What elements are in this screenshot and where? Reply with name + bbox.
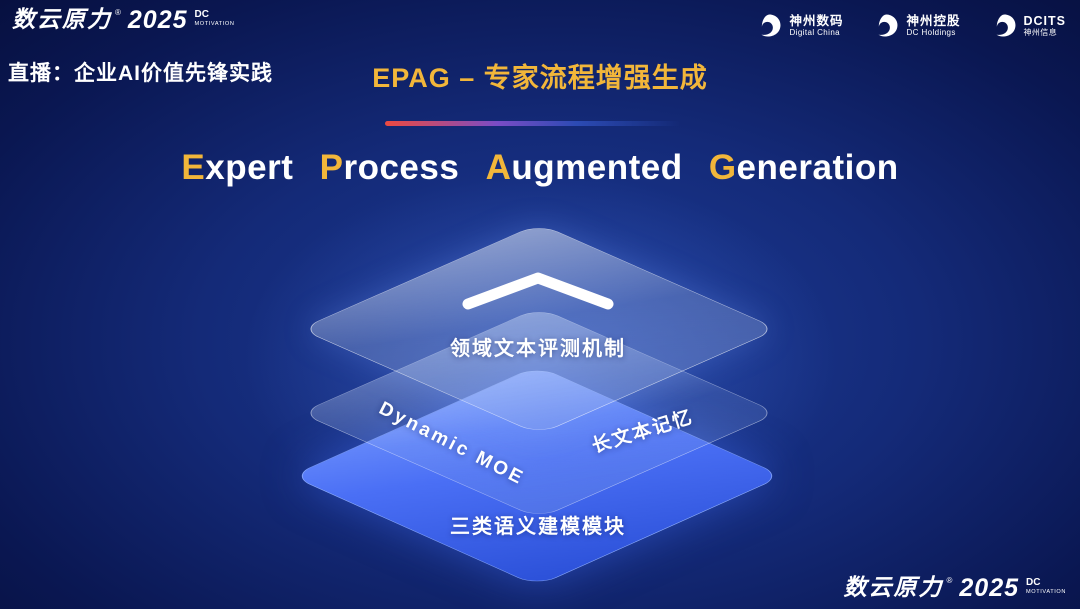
subtitle-word: Augmented (486, 148, 683, 187)
partner-name-primary: 神州控股 (906, 13, 961, 28)
brand-motivation: MOTIVATION (194, 21, 235, 27)
brand-year: 2025 (127, 6, 188, 34)
partner-logo-dc-holdings: 神州控股 DC Holdings (873, 12, 960, 39)
page-title: EPAG – 专家流程增强生成 (372, 63, 708, 93)
brand-reg-mark: ® (946, 576, 953, 585)
subtitle-rest: ugmented (511, 148, 683, 187)
partner-logo-digital-china: 神州数码 Digital China (756, 12, 843, 39)
brand-wordmark: 数云原力 (12, 6, 112, 32)
partner-name-secondary: 神州信息 (1023, 28, 1058, 38)
brand-logo-bottom: 数云原力 ® 2025 DC MOTIVATION (843, 576, 1066, 601)
bottom-layer-label: 三类语义建模模块 (450, 516, 626, 538)
subtitle-word: Expert (181, 148, 293, 187)
subtitle-word: Process (320, 148, 460, 187)
swirl-icon (756, 12, 783, 39)
subtitle-initial: G (708, 148, 737, 187)
partner-text: 神州数码 Digital China (789, 14, 843, 38)
subtitle: Expert Process Augmented Generation (0, 148, 1080, 188)
brand-wordmark: 数云原力 (843, 574, 944, 600)
chevron-up-icon (458, 268, 618, 317)
partner-logo-dcits: DCITS 神州信息 (991, 12, 1067, 39)
subtitle-rest: rocess (343, 148, 460, 187)
brand-subtext: DC MOTIVATION (195, 10, 235, 28)
live-label: 直播：企业AI价值先锋实践 (8, 62, 273, 85)
brand-dc: DC (194, 9, 209, 20)
subtitle-rest: xpert (205, 148, 294, 187)
brand-motivation: MOTIVATION (1026, 589, 1066, 595)
subtitle-initial: P (319, 148, 344, 187)
partner-text: DCITS 神州信息 (1024, 14, 1067, 38)
brand-reg-mark: ® (115, 8, 121, 17)
partner-text: 神州控股 DC Holdings (906, 14, 960, 38)
subtitle-word: Generation (709, 148, 899, 187)
gradient-divider (385, 121, 680, 126)
brand-logo-top: 数云原力 ® 2025 DC MOTIVATION (12, 8, 235, 33)
subtitle-initial: E (181, 148, 206, 187)
partner-logos: 神州数码 Digital China 神州控股 DC Holdings DCIT… (756, 12, 1066, 39)
brand-year: 2025 (959, 574, 1020, 602)
partner-name-primary: 神州数码 (789, 13, 844, 28)
swirl-icon (991, 12, 1018, 39)
top-layer-label: 领域文本评测机制 (450, 338, 626, 360)
brand-subtext: DC MOTIVATION (1026, 578, 1066, 596)
subtitle-initial: A (485, 148, 512, 187)
partner-name-secondary: DC Holdings (906, 28, 956, 38)
subtitle-rest: eneration (736, 148, 899, 187)
partner-name-secondary: Digital China (789, 28, 841, 38)
brand-dc: DC (1026, 577, 1041, 588)
swirl-icon (873, 12, 900, 39)
partner-name-primary: DCITS (1023, 13, 1066, 28)
